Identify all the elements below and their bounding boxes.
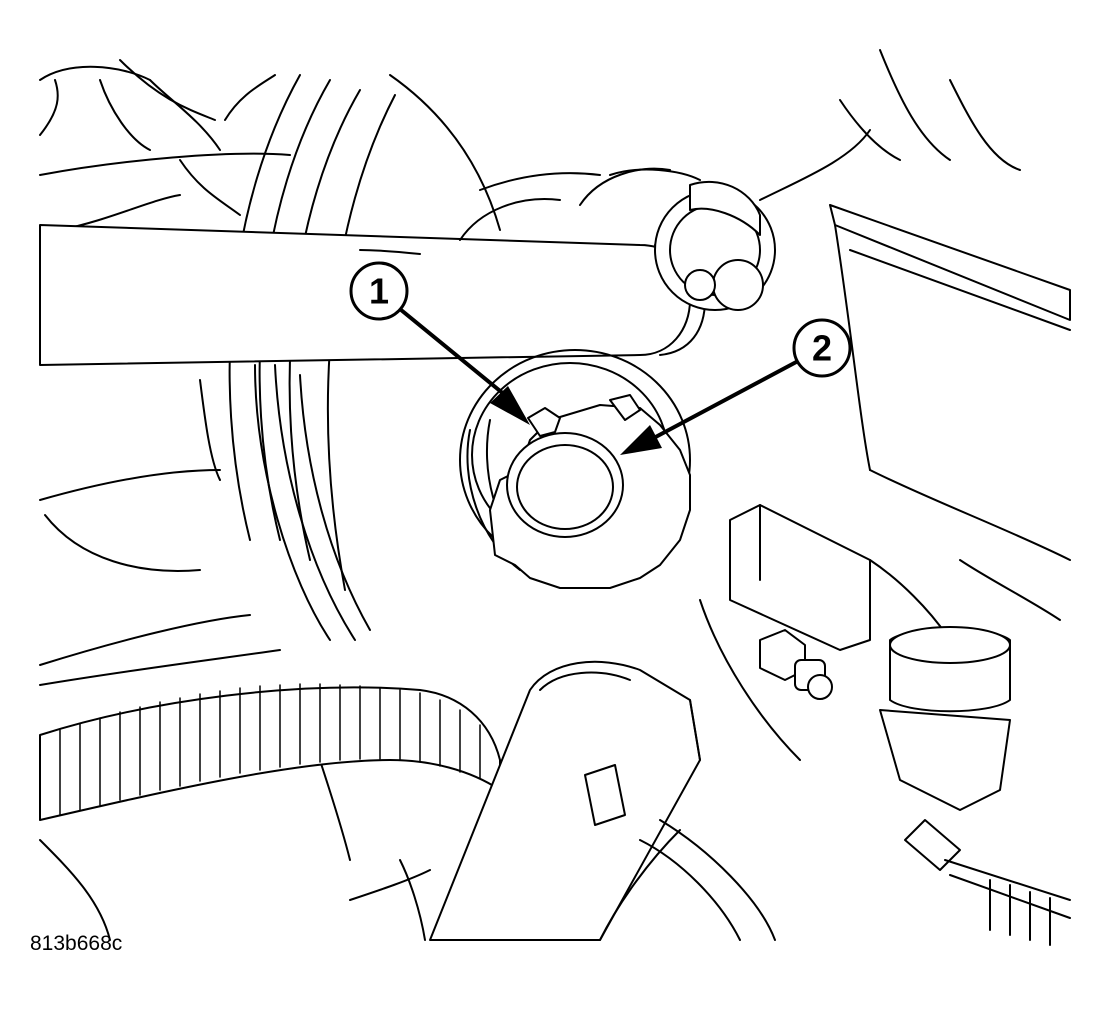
- right-frame-rail: [829, 204, 1071, 561]
- electrical-connector: [349, 660, 776, 941]
- callout-2: 2: [620, 318, 852, 455]
- upper-left-engine-contours: [39, 59, 291, 231]
- callout-2-arrowhead: [620, 425, 662, 455]
- left-lower-structure: [39, 379, 351, 941]
- right-bracket: [699, 504, 1061, 761]
- callout-1: 1: [349, 261, 530, 425]
- sensor-assembly: [879, 626, 1071, 946]
- callout-1-arrowhead: [490, 386, 530, 425]
- callout-1-number: 1: [369, 271, 389, 312]
- figure-code: 813b668c: [30, 932, 123, 955]
- callout-2-number: 2: [812, 328, 832, 369]
- wiring-harness-conduit: [39, 683, 501, 821]
- retaining-clip: [489, 394, 691, 589]
- callout-2-circle: [792, 318, 852, 378]
- callout-1-circle: [349, 261, 409, 321]
- hex-bolt: [759, 629, 833, 700]
- upper-right-fittings: [459, 49, 1021, 311]
